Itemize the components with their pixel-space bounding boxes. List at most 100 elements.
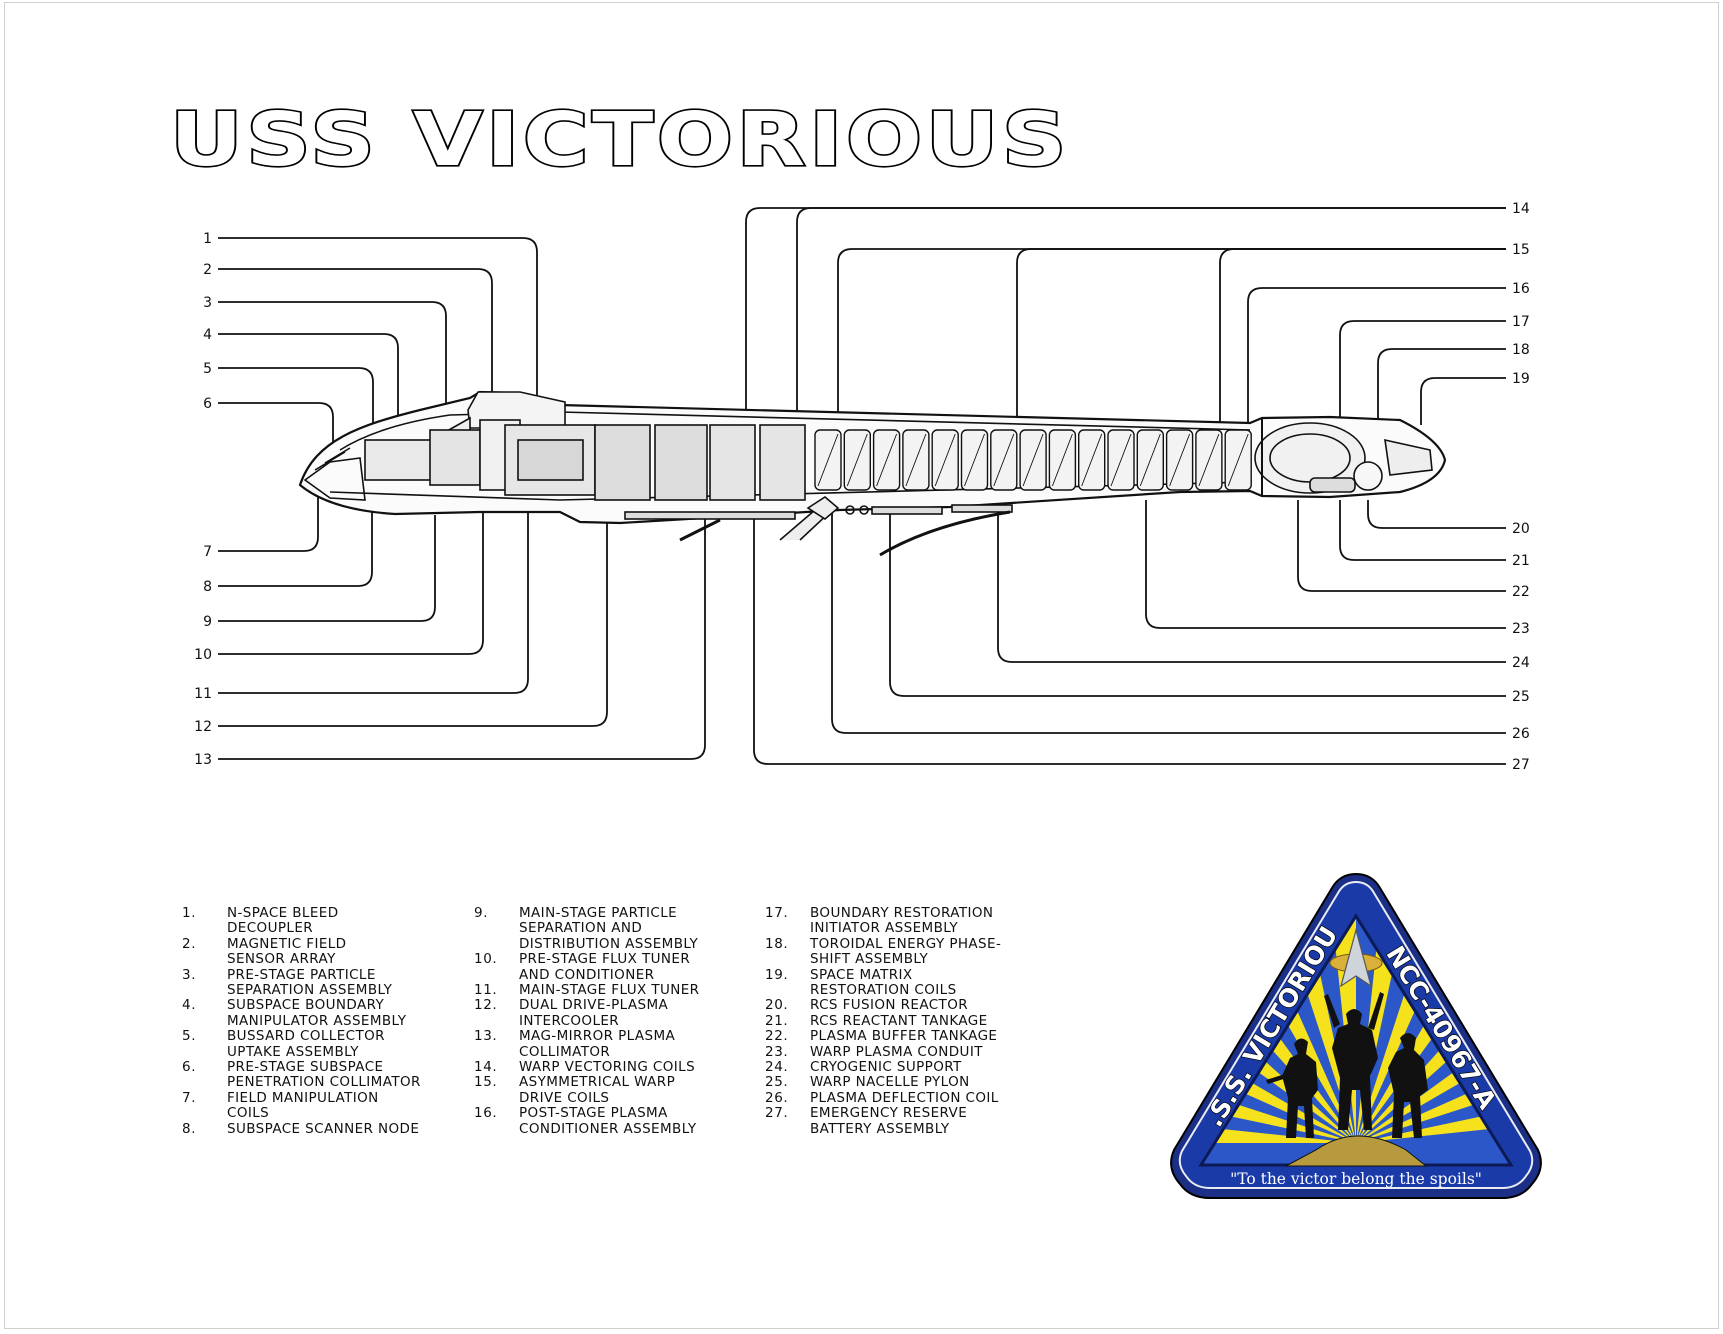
warp-coil-hatch [817, 433, 839, 487]
callout-leader [1339, 500, 1506, 561]
sunburst-ray [1201, 1019, 1356, 1143]
callout-number-labels: 1234567891011121314151617181920212223242… [194, 201, 1530, 773]
callout-leader [218, 498, 373, 587]
callout-leader [218, 268, 493, 400]
legend-item: 17.BOUNDARY RESTORATION INITIATOR ASSEMB… [765, 905, 1001, 937]
sunburst-ray [1201, 1101, 1356, 1143]
legend-number: 3. [182, 966, 197, 983]
callout-label: 6 [203, 396, 212, 412]
legend-number: 23. [765, 1043, 789, 1060]
legend-item: 3.PRE-STAGE PARTICLE SEPARATION ASSEMBLY [182, 966, 421, 999]
callout-label: 19 [1512, 371, 1530, 387]
pylon-and-underside [624, 496, 1013, 557]
legend-number: 4. [182, 997, 197, 1014]
legend-description: N-SPACE BLEED DECOUPLER [227, 905, 339, 937]
warp-coil-hatch [1110, 433, 1132, 487]
callout-leader [218, 495, 529, 694]
legend-item: 18.TOROIDAL ENERGY PHASE- SHIFT ASSEMBLY [765, 935, 1002, 968]
legend-number: 20. [765, 997, 789, 1014]
warp-coil-hatch [934, 433, 956, 487]
legend-item: 12.DUAL DRIVE-PLASMA INTERCOOLER [474, 998, 699, 1029]
callout-label: 15 [1512, 242, 1530, 258]
callout-leader [218, 333, 399, 450]
callout-label: 12 [194, 719, 212, 735]
legend-item: 13.MAG-MIRROR PLASMA COLLIMATOR [474, 1028, 699, 1060]
callout-leader [1016, 248, 1506, 425]
callout-leader [218, 402, 334, 470]
callout-leader [1420, 377, 1506, 425]
callout-label: 2 [203, 262, 212, 278]
warp-coil-hatch [993, 433, 1015, 487]
callout-leader [1367, 500, 1506, 529]
soldier-silhouettes-icon [1266, 992, 1428, 1138]
legend-description: PRE-STAGE FLUX TUNER AND CONDITIONER [519, 951, 691, 983]
callout-label: 18 [1512, 342, 1530, 358]
callout-leader [218, 301, 447, 430]
legend-number: 12. [474, 997, 498, 1014]
callout-label: 24 [1512, 655, 1530, 671]
legend-column-3: 17.BOUNDARY RESTORATION INITIATOR ASSEMB… [765, 905, 1002, 1137]
legend-item: 19.SPACE MATRIX RESTORATION COILS [765, 967, 1001, 999]
legend-number: 26. [765, 1089, 789, 1106]
callout-label: 10 [194, 647, 212, 663]
legend-item: 23.WARP PLASMA CONDUIT [765, 1043, 1001, 1060]
legend-description: PLASMA DEFLECTION COIL [810, 1089, 999, 1106]
legend-number: 17. [765, 905, 789, 921]
callout-leader [889, 500, 1506, 697]
callout-label: 23 [1512, 621, 1530, 637]
warp-coil-hatch [964, 433, 985, 487]
legend-description: RCS REACTANT TANKAGE [810, 1012, 988, 1029]
legend-item: 20.RCS FUSION REACTOR [765, 997, 1001, 1014]
ship-emblem-patch: U.S.S. VICTORIOUS NCC-40967-A "To the vi… [1166, 868, 1542, 1199]
callout-label: 22 [1512, 584, 1530, 600]
legend-number: 14. [474, 1059, 498, 1076]
nacelle-cutaway-diagram: 1234567891011121314151617181920212223242… [194, 201, 1530, 773]
legend-number: 9. [474, 905, 489, 921]
callout-label: 17 [1512, 314, 1530, 330]
legend-item: 22.PLASMA BUFFER TANKAGE [765, 1028, 1001, 1045]
warp-coil-hatch [1081, 433, 1103, 487]
legend-description: MAIN-STAGE PARTICLE SEPARATION AND DISTR… [519, 905, 699, 952]
legend-column-2: 9. MAIN-STAGE PARTICLE SEPARATION AND DIS… [474, 905, 699, 1137]
callout-label: 3 [203, 295, 212, 311]
legend-item: 8.SUBSPACE SCANNER NODE [182, 1121, 421, 1137]
legend-number: 27. [765, 1105, 789, 1122]
legend-item: 16.POST-STAGE PLASMA CONDITIONER ASSEMBL… [474, 1105, 699, 1137]
warp-coil-hatch [1051, 433, 1073, 487]
callout-label: 8 [203, 579, 212, 595]
legend-description: ASYMMETRICAL WARP DRIVE COILS [519, 1074, 676, 1106]
warp-coil-hatch [905, 433, 927, 487]
legend-item: 24.CRYOGENIC SUPPORT [765, 1059, 1001, 1076]
callout-leader [1219, 248, 1506, 425]
legend-description: PLASMA BUFFER TANKAGE [810, 1028, 998, 1045]
callout-label: 11 [194, 686, 212, 702]
legend-description: SUBSPACE BOUNDARY MANIPULATOR ASSEMBLY [227, 997, 407, 1029]
patch-motto: "To the victor belong the spoils" [1230, 1170, 1482, 1188]
warp-coil-hatch [1139, 433, 1161, 487]
callout-leader [997, 500, 1506, 663]
callout-leader [1145, 500, 1506, 629]
legend-description: TOROIDAL ENERGY PHASE- SHIFT ASSEMBLY [810, 935, 1002, 968]
callout-label: 7 [203, 544, 212, 560]
legend-number: 16. [474, 1105, 498, 1122]
warp-coil-hatch [846, 433, 868, 487]
legend-item: 7. FIELD MANIPULATION COILS [182, 1089, 421, 1122]
callout-leader [1339, 320, 1506, 440]
starfleet-delta-icon [1329, 927, 1383, 988]
legend-description: WARP VECTORING COILS [519, 1059, 696, 1076]
legend-number: 6. [182, 1059, 197, 1076]
callout-label: 16 [1512, 281, 1530, 297]
sunburst-ray [1356, 980, 1511, 1143]
callout-label: 9 [203, 614, 212, 630]
callout-label: 25 [1512, 689, 1530, 705]
legend-number: 11. [474, 982, 498, 999]
callout-label: 13 [194, 752, 212, 768]
callout-leader [796, 207, 1506, 430]
legend-item: 2.MAGNETIC FIELD SENSOR ARRAY [182, 936, 421, 968]
legend-description: CRYOGENIC SUPPORT [810, 1059, 962, 1076]
warp-coil-hatch [1198, 433, 1220, 487]
legend-number: 7. [182, 1089, 197, 1106]
legend-description: FIELD MANIPULATION COILS [227, 1089, 379, 1122]
